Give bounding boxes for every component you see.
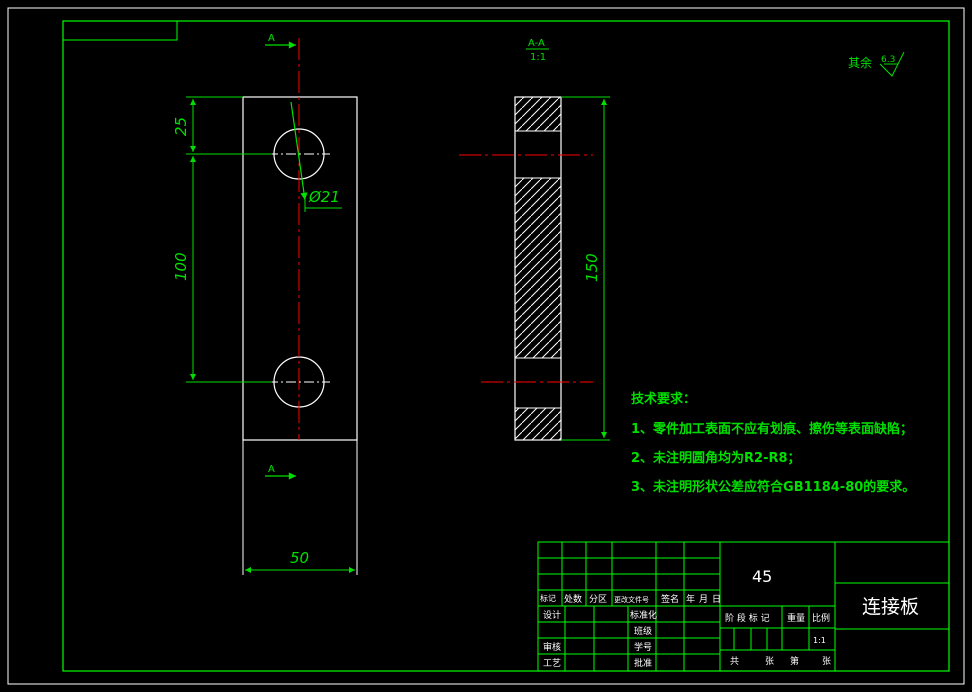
dim-150-text: 150 [583,253,601,282]
section-title: A-A [528,38,545,49]
tb-ratio: 比例 [812,612,830,624]
drawing-title: 连接板 [862,596,919,618]
surface-finish: 其余 6.3 [848,51,905,77]
dim-100-text: 100 [172,252,190,281]
hatch-top [514,96,562,132]
tech-requirements: 技术要求： 1、零件加工表面不应有划痕、擦伤等表面缺陷； 2、未注明圆角均为R2… [631,391,915,495]
outer-border [7,7,965,685]
tech-heading: 技术要求： [631,391,696,407]
dim-25-text: 25 [172,117,190,136]
hatch-middle [514,177,562,359]
tech-item-1: 1、零件加工表面不应有划痕、擦伤等表面缺陷； [631,421,913,437]
front-view: A A 25 100 Ø21 50 [172,33,358,575]
tech-item-2: 2、未注明圆角均为R2-R8； [631,450,801,466]
tb-col-zone: 分区 [589,594,607,605]
tb-col-change: 更改文件号 [614,595,649,604]
roughness-icon [879,51,905,77]
tb-col-mark: 标记 [540,593,556,603]
tech-item-3: 3、未注明形状公差应符合GB1184-80的要求。 [631,479,915,495]
tb-scale: 1:1 [813,636,826,645]
section-marker-bottom-label: A [268,464,275,475]
tb-process: 工艺 [543,658,561,669]
dia-leader [290,101,308,201]
tb-col-month: 月 [699,594,708,605]
tb-approve: 批准 [634,657,652,669]
title-block [537,541,950,672]
tb-col-count: 处数 [564,593,582,605]
section-marker-top-label: A [268,33,275,44]
tb-review: 审核 [543,641,561,653]
title-block-text: 标记 处数 分区 更改文件号 签名 年 月 日 设计 标准化 班级 审核 学号 … [540,567,919,669]
tb-col-day: 日 [712,594,721,605]
section-scale: 1:1 [530,52,546,63]
surface-finish-value: 6.3 [881,55,895,65]
tb-sheet: 张 [822,656,831,667]
surface-finish-label: 其余 [848,55,872,70]
tb-weight: 重量 [787,612,805,624]
tb-sheets: 张 [765,656,774,667]
dim-diameter-text: Ø21 [308,188,340,206]
tb-col-sign: 签名 [661,593,679,605]
section-view: A-A 1:1 150 [459,38,610,441]
tb-material: 45 [752,567,772,586]
dim-50-text: 50 [290,549,309,567]
plate-outline [242,96,358,441]
corner-box [62,20,178,41]
tb-class: 班级 [634,625,652,637]
tb-col-year: 年 [686,593,695,605]
inner-frame [62,20,950,672]
tb-total: 共 [730,656,739,667]
tb-page: 第 [790,655,799,667]
tb-design: 设计 [543,609,561,621]
tb-student-id: 学号 [634,641,652,653]
hatch-bottom [514,407,562,441]
tb-standardization: 标准化 [630,609,657,621]
tb-stage-mark: 阶 段 标 记 [725,612,770,624]
